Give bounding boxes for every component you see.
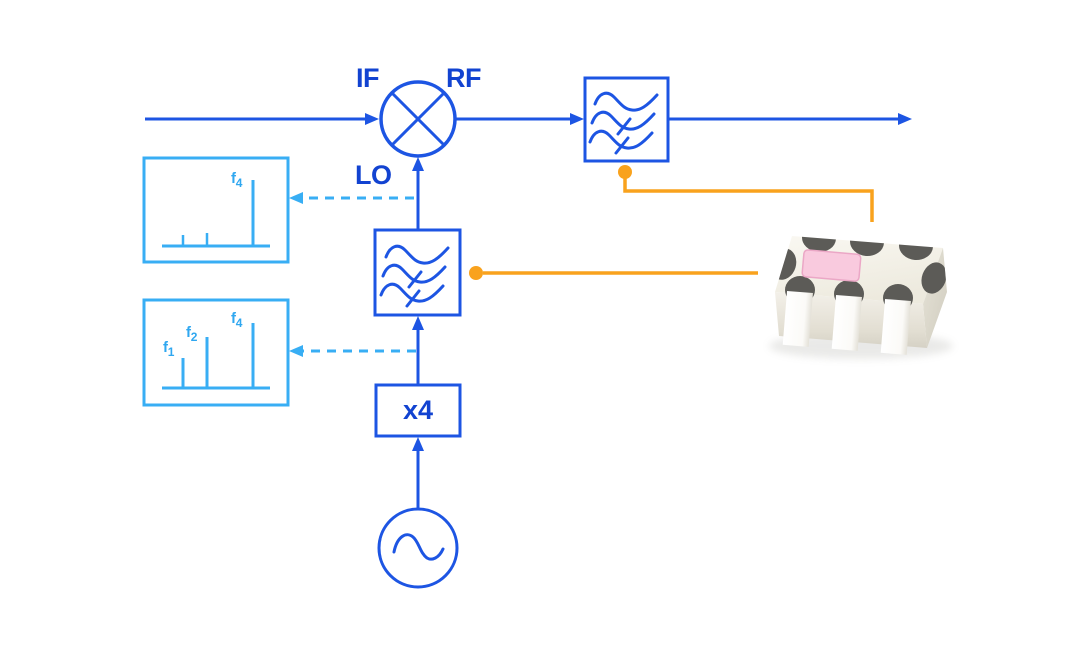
spike-label-f4: f4 (231, 310, 243, 330)
lo-bandpass-filter (373, 228, 462, 317)
if-label: IF (356, 63, 380, 93)
chip-contact (850, 236, 884, 257)
rf-label: RF (446, 63, 482, 93)
lo-chain (412, 157, 424, 509)
rf-bandpass-filter (583, 76, 670, 163)
spike-label-f4: f4 (231, 170, 243, 190)
chip-marking-label (801, 249, 862, 282)
spike-label-f1: f1 (163, 339, 175, 359)
left-arrowhead-icon (289, 345, 303, 357)
mixer-cross-icon (390, 91, 446, 147)
mixer-symbol (379, 80, 457, 158)
callout-connector-line (623, 178, 874, 222)
multiplier-box (374, 383, 462, 438)
spectrum-box-filtered (142, 156, 290, 264)
component-callouts (469, 165, 874, 280)
filter-in-arrowhead-icon (412, 316, 424, 330)
oscillator-symbol (377, 507, 459, 589)
spectrum-box-harmonics (142, 298, 290, 407)
chip-pad (782, 290, 813, 347)
chip-pad (831, 294, 862, 351)
callout-node-dot (469, 266, 483, 280)
spike-label-f2: f2 (186, 324, 198, 344)
if-arrowhead-icon (365, 113, 379, 125)
spectrum-callouts (289, 192, 416, 357)
sine-wave-icon (392, 533, 445, 561)
chip-pads (782, 290, 911, 355)
callout-node-dot (618, 165, 632, 179)
lo-label: LO (355, 160, 392, 190)
left-arrowhead-icon (289, 192, 303, 204)
filter-in-arrowhead-icon (570, 113, 584, 125)
x4-in-arrowhead-icon (412, 437, 424, 451)
chip-pad (880, 298, 911, 355)
ceramic-filter-chip (769, 236, 953, 359)
signal-path-main (145, 113, 912, 125)
rf-output-arrowhead-icon (898, 113, 912, 125)
lo-arrowhead-icon (412, 157, 424, 171)
chip-contact (921, 262, 947, 294)
oscillator-circle-icon (377, 507, 459, 589)
multiplier-label-wrap: x4 (376, 385, 460, 436)
multiplier-label: x4 (402, 395, 434, 425)
